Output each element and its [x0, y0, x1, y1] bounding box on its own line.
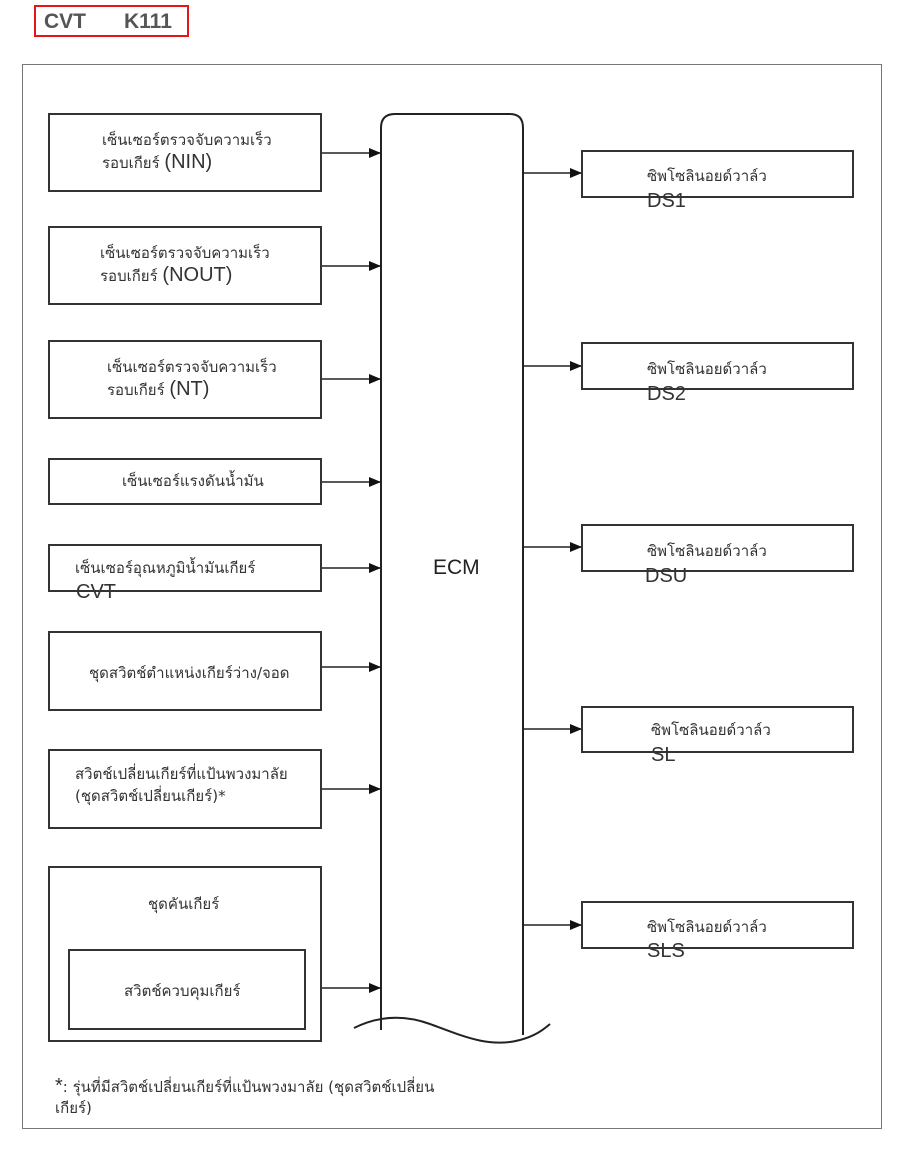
footnote-line2: เกียร์): [55, 1099, 92, 1117]
input-box-nout-sensor: เซ็นเซอร์ตรวจจับความเร็ว รอบเกียร์ (NOUT…: [48, 226, 322, 305]
input-box-oil-pressure-sensor: เซ็นเซอร์แรงดันน้ำมัน: [48, 458, 322, 505]
output-label: ซิพโซลินอยด์วาล์ว: [647, 167, 767, 185]
ecm-label: ECM: [433, 556, 480, 579]
output-label: ซิพโซลินอยด์วาล์ว: [647, 542, 767, 560]
output-box-ds2: ซิพโซลินอยด์วาล์ว: [581, 342, 854, 390]
output-label: ซิพโซลินอยด์วาล์ว: [647, 918, 767, 936]
output-box-sls: ซิพโซลินอยด์วาล์ว: [581, 901, 854, 949]
input-box-park-neutral-switch: ชุดสวิตช์ตำแหน่งเกียร์ว่าง/จอด: [48, 631, 322, 711]
input-label-line2: รอบเกียร์ (NOUT): [100, 264, 233, 286]
group-label: ชุดคันเกียร์: [148, 895, 220, 913]
output-code-ds2: DS2: [647, 383, 686, 405]
footnote-line1: *: รุ่นที่มีสวิตช์เปลี่ยนเกียร์ที่แป้นพว…: [55, 1075, 435, 1097]
input-label: สวิตช์ควบคุมเกียร์: [124, 982, 241, 1000]
diagram-frame: [22, 64, 882, 1129]
input-box-shift-control-switch: สวิตช์ควบคุมเกียร์: [68, 949, 306, 1030]
input-label-line1: เซ็นเซอร์ตรวจจับความเร็ว: [100, 244, 270, 262]
input-box-paddle-shift-switch: สวิตช์เปลี่ยนเกียร์ที่แป้นพวงมาลัย (ชุดส…: [48, 749, 322, 829]
input-label-line2: รอบเกียร์ (NT): [107, 378, 210, 400]
input-label-line2: CVT: [76, 581, 116, 603]
output-label: ซิพโซลินอยด์วาล์ว: [647, 360, 767, 378]
input-box-nin-sensor: เซ็นเซอร์ตรวจจับความเร็ว รอบเกียร์ (NIN): [48, 113, 322, 192]
output-box-ds1: ซิพโซลินอยด์วาล์ว: [581, 150, 854, 198]
input-label-line1: สวิตช์เปลี่ยนเกียร์ที่แป้นพวงมาลัย: [75, 765, 288, 783]
output-label: ซิพโซลินอยด์วาล์ว: [651, 721, 771, 739]
input-label-line1: เซ็นเซอร์อุณหภูมิน้ำมันเกียร์: [75, 559, 256, 577]
input-label-line1: เซ็นเซอร์ตรวจจับความเร็ว: [102, 131, 272, 149]
output-box-sl: ซิพโซลินอยด์วาล์ว: [581, 706, 854, 753]
input-label: เซ็นเซอร์แรงดันน้ำมัน: [122, 472, 264, 490]
output-code-sls: SLS: [647, 940, 685, 962]
input-label-line1: เซ็นเซอร์ตรวจจับความเร็ว: [107, 358, 277, 376]
output-code-dsu: DSU: [645, 565, 688, 587]
input-box-nt-sensor: เซ็นเซอร์ตรวจจับความเร็ว รอบเกียร์ (NT): [48, 340, 322, 419]
input-box-cvt-fluid-temp-sensor: เซ็นเซอร์อุณหภูมิน้ำมันเกียร์ CVT: [48, 544, 322, 603]
input-label-line2: รอบเกียร์ (NIN): [102, 151, 213, 173]
footnote: *: รุ่นที่มีสวิตช์เปลี่ยนเกียร์ที่แป้นพว…: [55, 1076, 434, 1119]
transmission-code: CVT: [44, 10, 86, 33]
output-code-ds1: DS1: [647, 190, 686, 212]
ecm-break-wave: [353, 1016, 551, 1044]
dtc-code: K111: [124, 10, 172, 33]
section-code-badge: CVT K111: [34, 5, 189, 37]
output-box-dsu: ซิพโซลินอยด์วาล์ว: [581, 524, 854, 572]
input-label-line2: (ชุดสวิตช์เปลี่ยนเกียร์)*: [75, 787, 226, 805]
output-code-sl: SL: [651, 744, 676, 766]
input-label: ชุดสวิตช์ตำแหน่งเกียร์ว่าง/จอด: [89, 664, 290, 682]
ecm-block-outline: [380, 113, 524, 1035]
